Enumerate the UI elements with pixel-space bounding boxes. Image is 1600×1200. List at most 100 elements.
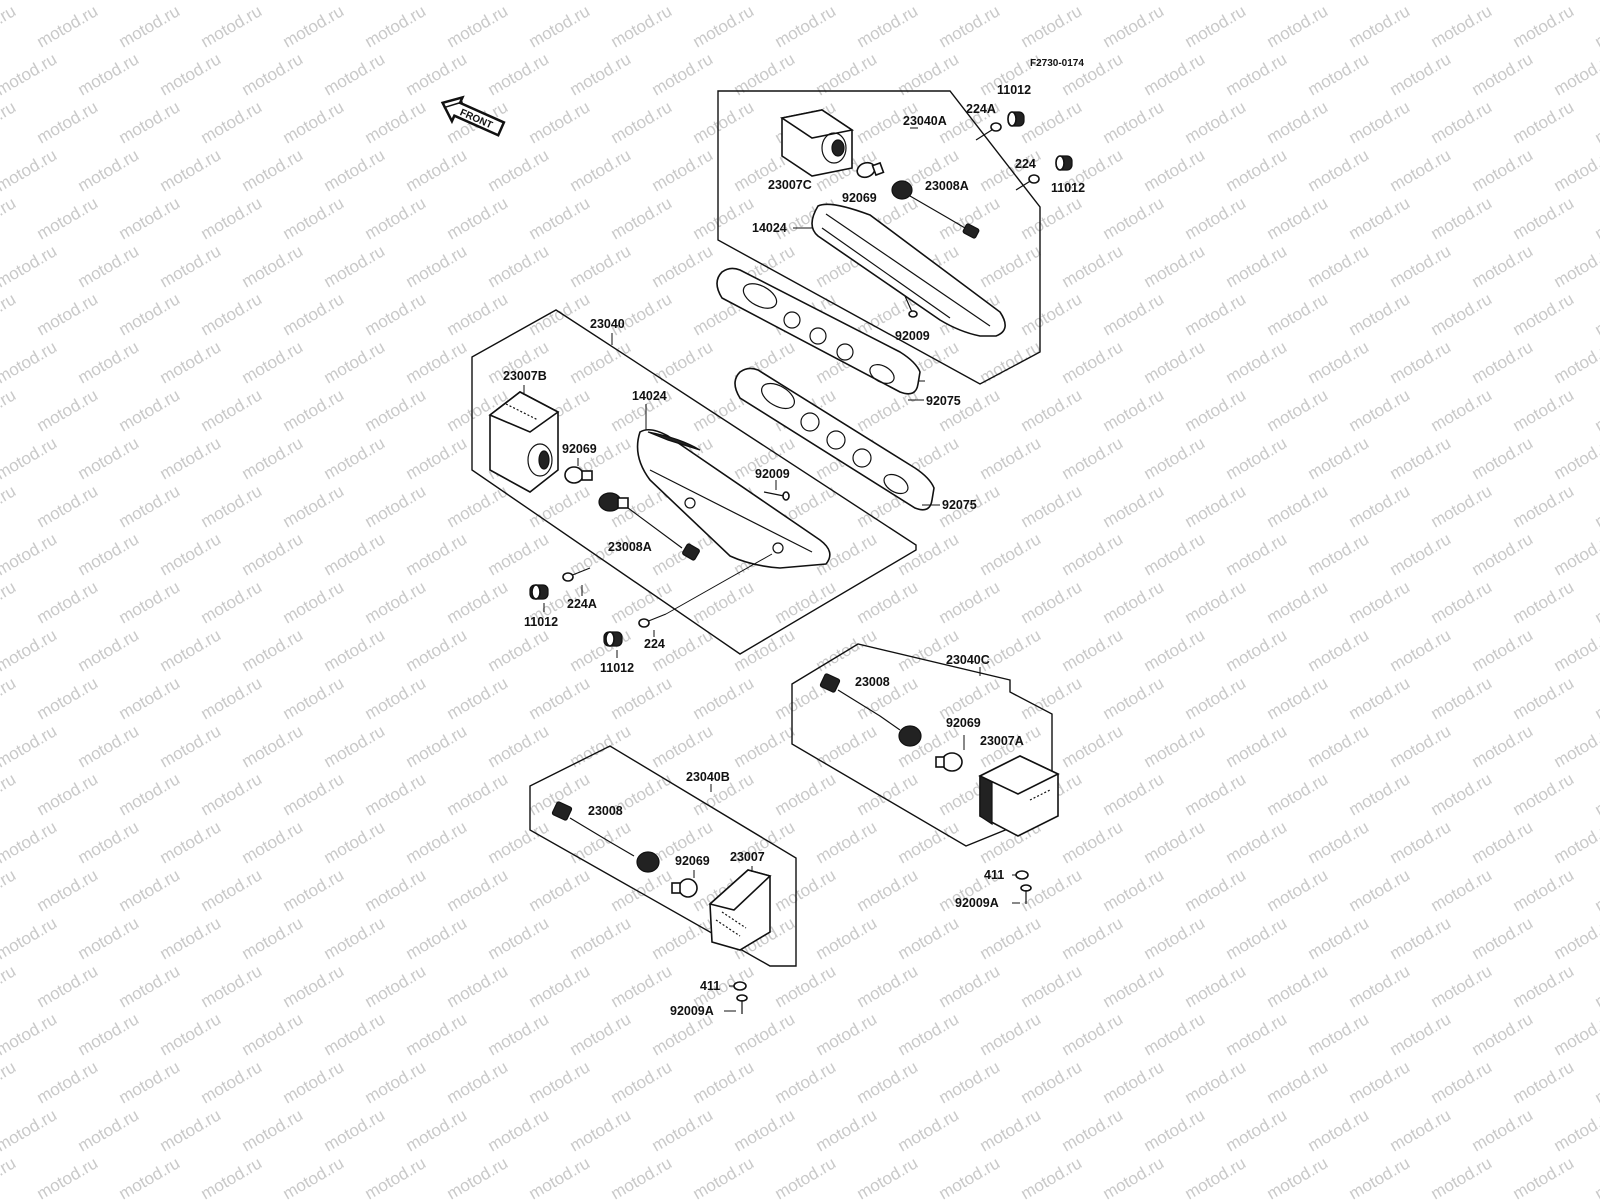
- watermark-text: motod.ru: [485, 529, 553, 579]
- label-92009-mid: 92009: [755, 467, 790, 481]
- watermark-text: motod.ru: [116, 193, 184, 243]
- assembly-23040A-frame: [717, 90, 1041, 385]
- watermark-text: motod.ru: [34, 97, 102, 147]
- watermark-text: motod.ru: [239, 337, 307, 387]
- watermark-text: motod.ru: [1059, 49, 1127, 99]
- watermark-text: motod.ru: [1346, 1057, 1414, 1107]
- watermark-text: motod.ru: [936, 1, 1004, 51]
- watermark-text: motod.ru: [1346, 97, 1414, 147]
- watermark-text: motod.ru: [1141, 1105, 1209, 1155]
- watermark-text: motod.ru: [1346, 385, 1414, 435]
- watermark-text: motod.ru: [526, 1057, 594, 1107]
- watermark-text: motod.ru: [1141, 145, 1209, 195]
- watermark-text: motod.ru: [239, 529, 307, 579]
- watermark-text: motod.ru: [1100, 481, 1168, 531]
- watermark-text: motod.ru: [1018, 961, 1086, 1011]
- watermark-text: motod.ru: [1387, 145, 1455, 195]
- watermark-text: motod.ru: [34, 1153, 102, 1200]
- watermark-text: motod.ru: [75, 625, 143, 675]
- watermark-text: motod.ru: [1182, 1057, 1250, 1107]
- watermark-text: motod.ru: [0, 1153, 19, 1200]
- watermark-text: motod.ru: [362, 673, 430, 723]
- watermark-text: motod.ru: [1223, 913, 1291, 963]
- watermark-text: motod.ru: [444, 1153, 512, 1200]
- watermark-text: motod.ru: [0, 529, 60, 579]
- watermark-text: motod.ru: [1100, 769, 1168, 819]
- watermark-text: motod.ru: [772, 961, 840, 1011]
- watermark-text: motod.ru: [444, 769, 512, 819]
- watermark-text: motod.ru: [1305, 145, 1373, 195]
- watermark-text: motod.ru: [1592, 1, 1600, 51]
- watermark-text: motod.ru: [1264, 1057, 1332, 1107]
- watermark-text: motod.ru: [403, 913, 471, 963]
- watermark-text: motod.ru: [116, 769, 184, 819]
- label-11012-mid-a: 11012: [524, 615, 558, 629]
- watermark-text: motod.ru: [444, 673, 512, 723]
- assembly-23040B-frame: [529, 745, 797, 967]
- watermark-text: motod.ru: [362, 193, 430, 243]
- watermark-text: motod.ru: [1018, 385, 1086, 435]
- watermark-text: motod.ru: [1592, 289, 1600, 339]
- watermark-text: motod.ru: [1059, 721, 1127, 771]
- watermark-text: motod.ru: [1100, 289, 1168, 339]
- watermark-text: motod.ru: [1059, 913, 1127, 963]
- watermark-text: motod.ru: [1100, 577, 1168, 627]
- watermark-text: motod.ru: [649, 529, 717, 579]
- watermark-text: motod.ru: [0, 961, 19, 1011]
- watermark-text: motod.ru: [321, 337, 389, 387]
- watermark-text: motod.ru: [1592, 577, 1600, 627]
- watermark-text: motod.ru: [0, 481, 19, 531]
- watermark-text: motod.ru: [1592, 481, 1600, 531]
- label-23008A-top: 23008A: [925, 179, 969, 193]
- watermark-text: motod.ru: [690, 673, 758, 723]
- watermark-text: motod.ru: [362, 865, 430, 915]
- watermark-text: motod.ru: [362, 1, 430, 51]
- watermark-text: motod.ru: [936, 577, 1004, 627]
- label-224A-mid: 224A: [567, 597, 597, 611]
- watermark-text: motod.ru: [608, 193, 676, 243]
- watermark-text: motod.ru: [1182, 289, 1250, 339]
- watermark-text: motod.ru: [280, 385, 348, 435]
- watermark-text: motod.ru: [977, 1009, 1045, 1059]
- watermark-text: motod.ru: [1264, 193, 1332, 243]
- watermark-text: motod.ru: [198, 1057, 266, 1107]
- watermark-text: motod.ru: [239, 0, 307, 3]
- watermark-text: motod.ru: [444, 1057, 512, 1107]
- watermark-text: motod.ru: [0, 865, 19, 915]
- label-23040: 23040: [590, 317, 625, 331]
- watermark-text: motod.ru: [1469, 913, 1537, 963]
- watermark-text: motod.ru: [1469, 145, 1537, 195]
- watermark-text: motod.ru: [0, 433, 60, 483]
- watermark-text: motod.ru: [1264, 481, 1332, 531]
- watermark-text: motod.ru: [1141, 625, 1209, 675]
- grommet-11012-mid-b-part: [603, 631, 623, 647]
- label-11012-top-b: 11012: [1051, 181, 1085, 195]
- watermark-text: motod.ru: [649, 145, 717, 195]
- socket-23008A-mid-part: [598, 492, 700, 561]
- watermark-text: motod.ru: [321, 433, 389, 483]
- watermark-text: motod.ru: [772, 1153, 840, 1200]
- watermark-text: motod.ru: [567, 817, 635, 867]
- label-23008-c: 23008: [855, 675, 890, 689]
- watermark-text: motod.ru: [649, 1105, 717, 1155]
- watermark-text: motod.ru: [198, 289, 266, 339]
- figure-code: F2730-0174: [1030, 58, 1084, 69]
- watermark-text: motod.ru: [526, 1153, 594, 1200]
- washer-411-b-part: [733, 981, 747, 991]
- watermark-text: motod.ru: [813, 1009, 881, 1059]
- watermark-text: motod.ru: [321, 1009, 389, 1059]
- label-14024-mid: 14024: [632, 389, 667, 403]
- lens-14024-part: [811, 203, 1006, 337]
- watermark-text: motod.ru: [362, 769, 430, 819]
- watermark-text: motod.ru: [362, 577, 430, 627]
- watermark-text: motod.ru: [1428, 385, 1496, 435]
- watermark-text: motod.ru: [0, 913, 60, 963]
- watermark-text: motod.ru: [1510, 289, 1578, 339]
- watermark-text: motod.ru: [198, 97, 266, 147]
- watermark-text: motod.ru: [75, 433, 143, 483]
- watermark-text: motod.ru: [1100, 865, 1168, 915]
- watermark-text: motod.ru: [1182, 385, 1250, 435]
- watermark-text: motod.ru: [403, 241, 471, 291]
- watermark-text: motod.ru: [772, 577, 840, 627]
